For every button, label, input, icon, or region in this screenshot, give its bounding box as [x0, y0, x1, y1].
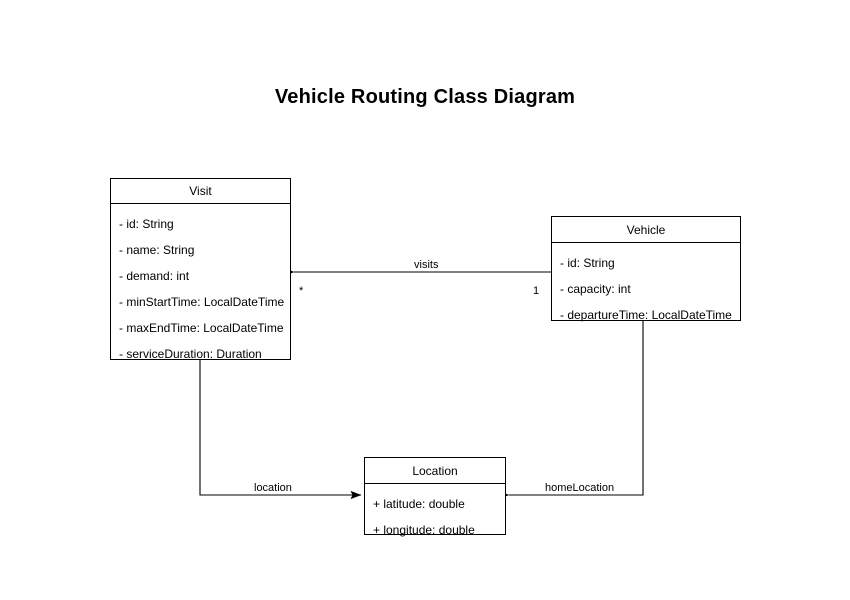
- attribute-compartment-vehicle: - id: String - capacity: int - departure…: [552, 243, 740, 335]
- association-homelocation: [498, 321, 644, 500]
- attribute-row: - demand: int: [119, 269, 190, 283]
- class-name-visit: Visit: [111, 179, 290, 204]
- class-box-location[interactable]: Location + latitude: double + longitude:…: [364, 457, 506, 537]
- edge-label-homelocation: homeLocation: [545, 482, 615, 494]
- class-name-vehicle: Vehicle: [552, 217, 740, 243]
- page-title: Vehicle Routing Class Diagram: [274, 86, 576, 108]
- association-location: [199, 360, 362, 500]
- attribute-row: - serviceDuration: Duration: [119, 347, 262, 361]
- multiplicity-vehicle-end: 1: [533, 285, 540, 297]
- attribute-compartment-location: + latitude: double + longitude: double: [365, 484, 505, 550]
- attribute-row: - maxEndTime: LocalDateTime: [119, 321, 284, 335]
- attribute-row: - id: String: [119, 217, 174, 231]
- class-box-vehicle[interactable]: Vehicle - id: String - capacity: int - d…: [551, 216, 741, 322]
- attribute-row: + longitude: double: [373, 523, 475, 537]
- attribute-compartment-visit: - id: String - name: String - demand: in…: [111, 204, 290, 374]
- multiplicity-visit-end: *: [299, 285, 304, 297]
- edge-label-location: location: [254, 482, 292, 494]
- attribute-row: - departureTime: LocalDateTime: [560, 308, 732, 322]
- attribute-row: - minStartTime: LocalDateTime: [119, 295, 285, 309]
- edge-label-visits: visits: [414, 259, 439, 271]
- class-name-location: Location: [365, 458, 505, 484]
- attribute-row: - name: String: [119, 243, 195, 257]
- attribute-row: + latitude: double: [373, 497, 465, 511]
- class-box-visit[interactable]: Visit - id: String - name: String - dema…: [110, 178, 291, 361]
- attribute-row: - capacity: int: [560, 282, 631, 296]
- attribute-row: - id: String: [560, 256, 615, 270]
